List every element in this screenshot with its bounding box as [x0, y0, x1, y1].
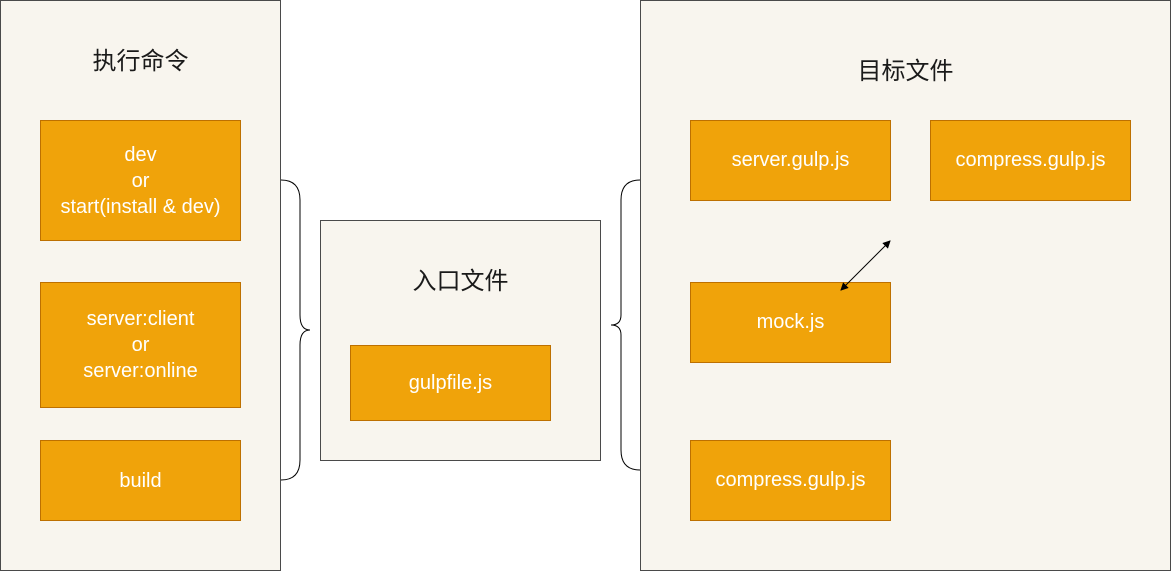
command-dev-line-3: start(install & dev)	[60, 195, 221, 218]
brace-commands-to-entry	[280, 179, 311, 481]
target-file-compress-gulp-top[interactable]: compress.gulp.js	[930, 120, 1131, 201]
command-build-line-1: build	[119, 469, 162, 492]
target-file-label: compress.gulp.js	[715, 469, 866, 491]
brace-entry-to-targets	[610, 179, 641, 471]
command-box-server[interactable]: server:client or server:online	[40, 282, 241, 408]
target-file-label: mock.js	[756, 311, 825, 333]
target-file-server-gulp[interactable]: server.gulp.js	[690, 120, 891, 201]
commands-panel-title: 执行命令	[92, 47, 189, 75]
command-dev-line-2: or	[131, 169, 150, 192]
entry-file-label: gulpfile.js	[408, 371, 493, 394]
command-server-line-1: server:client	[86, 308, 195, 330]
target-file-label: server.gulp.js	[731, 149, 850, 171]
double-arrow-server-mock	[840, 240, 891, 291]
command-box-build[interactable]: build	[40, 440, 241, 521]
target-file-compress-gulp-bottom[interactable]: compress.gulp.js	[690, 440, 891, 521]
target-file-mock[interactable]: mock.js	[690, 282, 891, 363]
target-file-label: compress.gulp.js	[955, 149, 1106, 171]
command-dev-line-1: dev	[124, 143, 157, 166]
command-server-line-3: server:online	[83, 360, 198, 382]
command-box-dev[interactable]: dev or start(install & dev)	[40, 120, 241, 241]
command-server-line-2: or	[131, 334, 150, 356]
entry-panel-title: 入口文件	[412, 267, 509, 295]
target-panel-title: 目标文件	[857, 57, 954, 85]
entry-file-box[interactable]: gulpfile.js	[350, 345, 551, 421]
